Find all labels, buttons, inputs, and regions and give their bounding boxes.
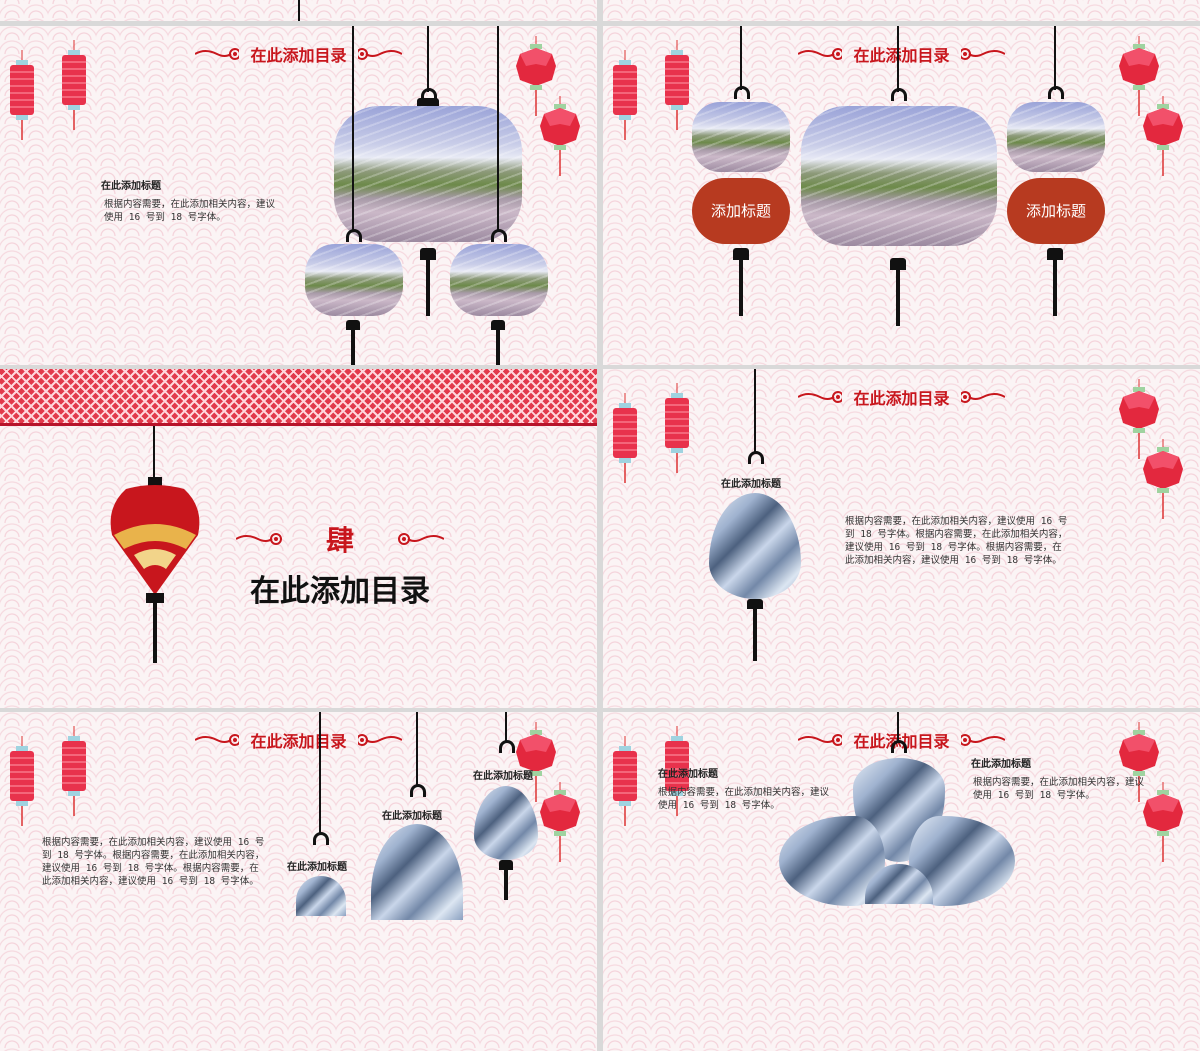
ball-lantern-decoration-icon xyxy=(1118,36,1184,177)
glass-lantern-image xyxy=(474,786,538,860)
toc-title: 在此添加目录 xyxy=(603,42,1200,66)
lattice-banner xyxy=(0,369,597,426)
lantern-cord xyxy=(740,26,742,90)
cloud-ornament-right-icon xyxy=(961,391,1006,403)
lantern-tassel xyxy=(739,260,743,316)
slide-1[interactable]: 在此添加目录 在此添加标题 根据内容需要，在此添加相关内容，建议使用 16 号到… xyxy=(0,26,597,365)
glass-lantern-image xyxy=(709,493,801,599)
lantern-hook-icon xyxy=(891,88,907,101)
slide-4[interactable]: 在此添加目录 在此添加标题 根据内容需要，在此添加相关内容，建议使用 16 号到… xyxy=(603,369,1200,708)
item-body: 根据内容需要，在此添加相关内容，建议使用 16 号到 18 号字体。 xyxy=(104,199,276,223)
lantern-bottom-cap xyxy=(420,248,436,260)
item-body: 根据内容需要，在此添加相关内容，建议使用 16 号到 18 号字体。根据内容需要… xyxy=(845,516,1068,566)
lantern-cord xyxy=(497,26,499,231)
lantern-hook-icon xyxy=(346,229,362,242)
photo-lantern-right xyxy=(1007,102,1105,172)
lantern-tassel xyxy=(496,330,500,365)
slide-2[interactable]: 在此添加目录 添加标题 添加标题 xyxy=(603,26,1200,365)
photo-lantern-small-right xyxy=(450,244,548,316)
left-item-body: 根据内容需要，在此添加相关内容，建议使用 16 号到 18 号字体。 xyxy=(658,787,830,811)
lantern-tassel xyxy=(351,330,355,365)
section-number: 肆 xyxy=(0,519,597,559)
photo-lantern-center xyxy=(801,106,997,246)
lantern-hook-icon xyxy=(734,86,750,99)
item-title-b: 在此添加标题 xyxy=(382,811,442,822)
lantern-cord xyxy=(505,712,507,742)
item-body: 根据内容需要，在此添加相关内容，建议使用 16 号到 18 号字体。根据内容需要… xyxy=(42,837,265,887)
ball-lantern-decoration-icon xyxy=(1118,722,1184,863)
lantern-bottom-cap xyxy=(499,860,513,870)
lantern-cord xyxy=(416,712,418,787)
lantern-hook-icon xyxy=(410,784,426,797)
lantern-tassel xyxy=(426,260,430,316)
glass-lantern-image xyxy=(371,824,463,920)
cloud-ornament-left-icon xyxy=(194,48,239,60)
lantern-bottom-cap xyxy=(346,320,360,330)
lantern-cord xyxy=(754,369,756,454)
cloud-ornament-left-icon xyxy=(797,391,842,403)
slide-6[interactable]: 在此添加目录 在此添加标题 根据内容需要，在此添加相关内容，建议使用 16 号到… xyxy=(603,712,1200,1051)
item-title-c: 在此添加标题 xyxy=(473,771,533,782)
left-item-title: 在此添加标题 xyxy=(658,769,718,780)
lantern-tassel xyxy=(753,609,757,661)
lantern-cord xyxy=(352,26,354,231)
lantern-bottom-cap xyxy=(491,320,505,330)
slide-5[interactable]: 在此添加目录 根据内容需要，在此添加相关内容，建议使用 16 号到 18 号字体… xyxy=(0,712,597,1051)
slide-3-section[interactable]: 肆 在此添加目录 xyxy=(0,369,597,708)
lantern-hook-icon xyxy=(499,740,515,753)
cloud-ornament-left-icon xyxy=(194,734,239,746)
item-title-a: 在此添加标题 xyxy=(287,862,347,873)
lantern-tassel xyxy=(896,270,900,326)
item-title: 在此添加标题 xyxy=(721,479,781,490)
lantern-cord xyxy=(897,712,899,742)
photo-lantern-large xyxy=(334,106,522,242)
label-pill-right: 添加标题 xyxy=(1007,178,1105,244)
cloud-ornament-right-icon xyxy=(358,48,403,60)
lantern-bottom-cap xyxy=(890,258,906,270)
cloud-ornament-left-icon xyxy=(797,48,842,60)
lantern-bottom-cap xyxy=(733,248,749,260)
lantern-cord xyxy=(1054,26,1056,90)
lantern-bottom-cap xyxy=(1047,248,1063,260)
lantern-tassel xyxy=(1053,260,1057,316)
cloud-ornament-right-icon xyxy=(397,533,445,545)
lantern-cord xyxy=(153,426,155,478)
toc-title: 在此添加目录 xyxy=(603,385,1200,409)
lantern-hook-icon xyxy=(491,229,507,242)
slide-partial-top-left[interactable] xyxy=(0,0,597,21)
lantern-hook-icon xyxy=(891,740,907,753)
cloud-ornament-right-icon xyxy=(358,734,403,746)
toc-title: 在此添加目录 xyxy=(0,728,597,752)
cloud-ornament-right-icon xyxy=(961,48,1006,60)
photo-lantern-left xyxy=(692,102,790,172)
label-pill-left: 添加标题 xyxy=(692,178,790,244)
right-item-title: 在此添加标题 xyxy=(971,759,1031,770)
cloud-ornament-right-icon xyxy=(961,734,1006,746)
lantern-cap xyxy=(417,98,439,106)
item-title: 在此添加标题 xyxy=(101,181,161,192)
lantern-cord xyxy=(427,26,429,92)
lantern-hook-icon xyxy=(1048,86,1064,99)
slide-partial-top-right[interactable] xyxy=(603,0,1200,21)
cloud-ornament-left-icon xyxy=(797,734,842,746)
glass-lantern-image xyxy=(296,876,346,916)
cone-lantern-icon xyxy=(110,477,200,663)
right-item-body: 根据内容需要，在此添加相关内容，建议使用 16 号到 18 号字体。 xyxy=(973,777,1145,801)
lantern-cord xyxy=(319,712,321,835)
cloud-ornament-left-icon xyxy=(235,533,283,545)
lantern-hook-icon xyxy=(748,451,764,464)
lantern-hook-icon xyxy=(313,832,329,845)
lantern-tassel xyxy=(504,870,508,900)
photo-lantern-small-left xyxy=(305,244,403,316)
section-title: 在此添加目录 xyxy=(250,574,430,609)
ball-lantern-decoration-icon xyxy=(515,36,581,177)
toc-title: 在此添加目录 xyxy=(0,42,597,66)
lantern-hook-icon xyxy=(421,88,437,101)
lantern-cord xyxy=(897,26,899,92)
ball-lantern-decoration-icon xyxy=(1118,379,1184,520)
lantern-cord xyxy=(298,0,300,21)
lantern-bottom-cap xyxy=(747,599,763,609)
